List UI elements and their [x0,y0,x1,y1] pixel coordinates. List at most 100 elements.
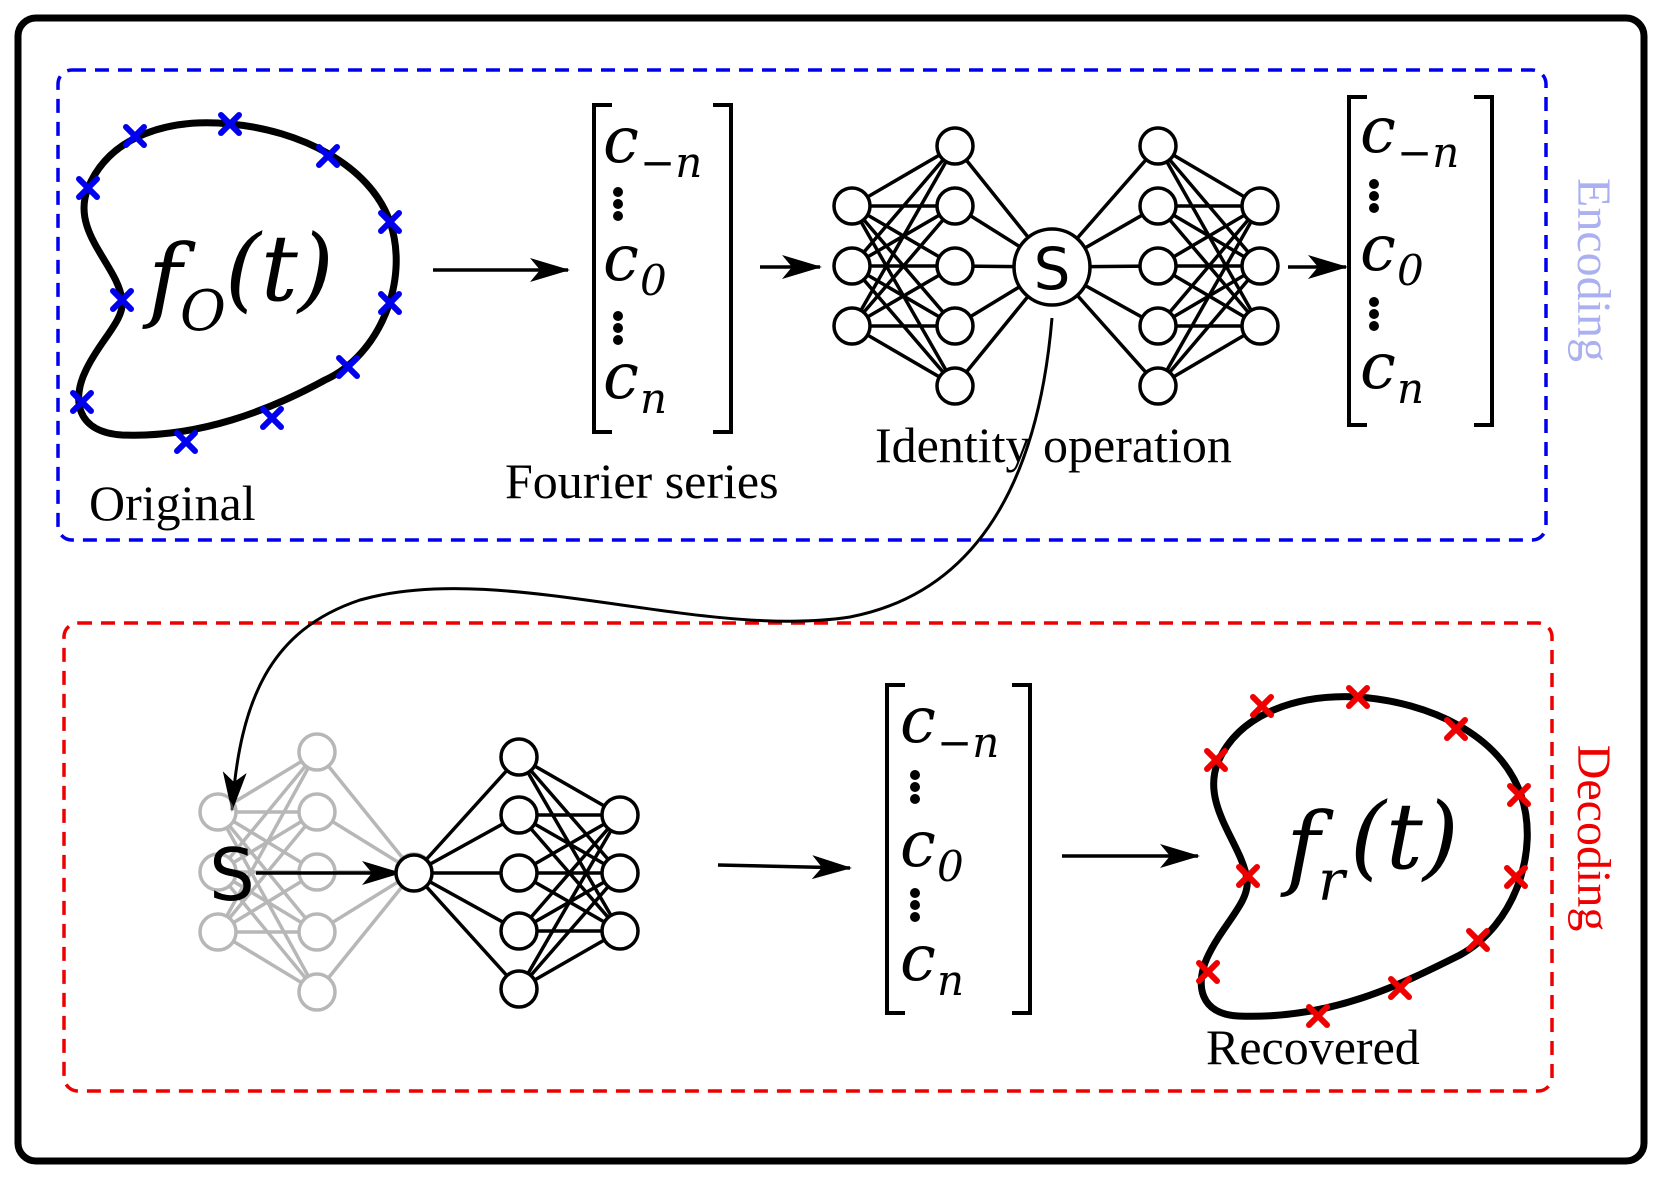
vertical-ellipsis-icon [613,311,623,345]
svg-text:c: c [603,104,639,178]
right-bracket [1474,95,1494,427]
neuron-node [1138,366,1178,406]
right-bracket [1012,683,1032,1015]
sample-cross-icon [218,112,242,136]
neuron-node [1240,246,1280,286]
svg-text:(t): (t) [1350,783,1459,890]
vertical-ellipsis-icon [1369,297,1379,331]
sample-cross-icon [1204,748,1228,772]
original-curve-group [70,112,402,454]
arrow-decoder-to-fourier [717,855,852,880]
identity-operation-label: Identity operation [875,417,1232,473]
sample-cross-icon [260,406,284,430]
sample-cross-icon [1250,694,1274,718]
neuron-node [499,795,539,835]
original-function-label: f O (t) [142,215,334,344]
network-edge [217,810,318,874]
svg-text:c: c [1360,94,1396,168]
neuron-node [1240,306,1280,346]
neuron-node [198,792,238,832]
svg-text:c: c [603,222,639,296]
sample-cross-icon [174,430,198,454]
neuron-node [935,186,975,226]
neuron-node [394,853,434,893]
original-sample-markers [70,112,402,454]
network-edge [315,750,416,874]
neuron-node [935,306,975,346]
recovered-function-label: f r (t) [1280,783,1459,914]
decoding-section-label: Decoding [1567,745,1620,932]
neuron-node [1012,227,1092,307]
network-edge [216,870,319,994]
sample-cross-icon [1306,1004,1330,1028]
network-edge [217,870,318,934]
sample-cross-icon [1504,865,1528,889]
network-edge [315,870,416,994]
sample-cross-icon [1346,685,1370,709]
sample-cross-icon [378,291,402,315]
recovered-curve-group [1196,685,1531,1028]
network-edge [412,871,521,991]
network-edge [850,144,957,268]
sample-cross-icon [378,210,402,234]
network-edge [217,870,318,934]
svg-text:r: r [1318,849,1348,914]
sample-cross-icon [1236,864,1260,888]
svg-text:O: O [180,279,226,344]
identity-autoencoder-network [832,126,1280,406]
network-edge [216,750,319,874]
svg-text:n: n [640,374,667,423]
sample-cross-icon [336,355,360,379]
svg-text:n: n [1397,364,1424,413]
recovered-label: Recovered [1206,1019,1420,1075]
svg-text:c: c [900,808,936,882]
svg-text:c: c [900,922,936,996]
neuron-node [600,911,640,951]
svg-text:−n: −n [640,138,702,187]
original-curve [75,119,400,439]
faded-encoder-network [198,732,434,1012]
neuron-node [1138,246,1178,286]
network-edge [1156,205,1262,387]
left-bracket [592,103,612,434]
neuron-node [1138,126,1178,166]
sample-cross-icon [316,144,340,168]
left-bracket [885,683,905,1015]
neuron-node [935,366,975,406]
network-edge [1156,264,1262,388]
sample-cross-icon [1466,928,1490,952]
neuron-node [935,246,975,286]
sample-cross-icon [76,176,100,200]
neuron-node [297,732,337,772]
neuron-node [935,126,975,166]
network-edge [1156,204,1262,328]
decoder-bottleneck-symbol: S [209,833,255,917]
decoder-network [394,737,640,1009]
network-edge [217,750,318,814]
fourier-coefficient-vector: c −n c 0 c n [592,103,733,434]
neuron-node [198,852,238,892]
network-edge [850,145,957,327]
svg-text:−n: −n [1397,128,1459,177]
svg-text:n: n [937,956,964,1005]
recovered-curve [1197,693,1531,1020]
svg-text:c: c [900,684,936,758]
vertical-ellipsis-icon [910,888,920,922]
neuron-node [1138,306,1178,346]
arrow-bottleneck-to-decoder [222,317,1054,812]
sample-cross-icon [110,288,134,312]
network-edge [851,264,956,328]
svg-text:0: 0 [640,256,667,305]
svg-text:c: c [1360,212,1396,286]
neuron-node [832,186,872,226]
sample-cross-icon [1444,717,1468,741]
left-bracket [1347,95,1367,427]
vertical-ellipsis-icon [910,770,920,804]
neuron-node [1138,186,1178,226]
reconstructed-coefficient-vector: c −n c 0 c n [1347,94,1494,427]
bottleneck-symbol: S [1034,235,1071,303]
network-edge [413,813,520,875]
right-bracket [713,103,733,434]
encoding-section-box [56,68,1548,542]
neuron-node [297,792,337,832]
